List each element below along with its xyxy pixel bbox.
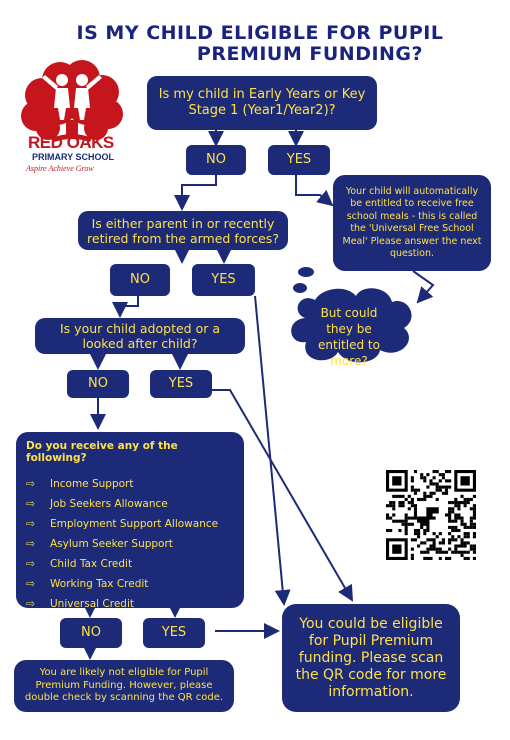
page-title-line1: IS MY CHILD ELIGIBLE FOR PUPIL (76, 22, 444, 44)
universal-meals-note: Your child will automatically be entitle… (333, 175, 491, 271)
arrow-icon: ⇨ (26, 538, 35, 550)
answer-no-adopted: NO (67, 370, 129, 398)
outcome-not-eligible: You are likely not eligible for Pupil Pr… (14, 660, 234, 712)
benefit-item: ⇨ Working Tax Credit (26, 574, 234, 594)
answer-no-armed-forces: NO (110, 264, 170, 296)
answer-no-benefits: NO (60, 618, 122, 648)
answer-yes-benefits: YES (143, 618, 205, 648)
entitled-to-more-cloud: But could they be entitled to more? (318, 306, 380, 368)
arrow-icon: ⇨ (26, 578, 35, 590)
question-armed-forces: Is either parent in or recently retired … (78, 211, 288, 250)
benefit-item: ⇨ Job Seekers Allowance (26, 494, 234, 514)
school-logo-tree-icon (21, 60, 123, 142)
benefit-item: ⇨ Universal Credit (26, 594, 234, 614)
school-tagline: Aspire Achieve Grow (26, 164, 94, 173)
benefit-label: Income Support (50, 478, 134, 490)
arrow-icon: ⇨ (26, 558, 35, 570)
benefit-label: Working Tax Credit (50, 578, 149, 590)
benefit-label: Universal Credit (50, 598, 134, 610)
qr-code-icon[interactable] (386, 470, 476, 560)
benefit-label: Child Tax Credit (50, 558, 133, 570)
benefit-item: ⇨ Asylum Seeker Support (26, 534, 234, 554)
answer-yes-armed-forces: YES (192, 264, 255, 296)
question-early-years: Is my child in Early Years or Key Stage … (147, 76, 377, 130)
page-title-line2: PREMIUM FUNDING? (196, 43, 424, 65)
answer-no-early-years: NO (186, 145, 246, 175)
benefits-question-box: Do you receive any of the following? ⇨ In… (16, 432, 244, 610)
benefit-label: Asylum Seeker Support (50, 538, 173, 550)
benefit-item: ⇨ Child Tax Credit (26, 554, 234, 574)
arrow-icon: ⇨ (26, 598, 35, 610)
school-name: RED OAKS (28, 133, 114, 152)
arrow-icon: ⇨ (26, 478, 35, 490)
answer-yes-adopted: YES (150, 370, 212, 398)
arrow-icon: ⇨ (26, 518, 35, 530)
benefit-label: Employment Support Allowance (50, 518, 219, 530)
arrow-icon: ⇨ (26, 498, 35, 510)
outcome-eligible: You could be eligible for Pupil Premium … (282, 604, 460, 712)
benefit-item: ⇨ Income Support (26, 474, 234, 494)
question-benefits: Do you receive any of the following? (26, 440, 178, 464)
benefit-item: ⇨ Employment Support Allowance (26, 514, 234, 534)
question-adopted: Is your child adopted or a looked after … (35, 318, 245, 354)
benefit-label: Job Seekers Allowance (50, 498, 168, 510)
answer-yes-early-years: YES (268, 145, 330, 175)
school-subtitle: PRIMARY SCHOOL (32, 152, 115, 162)
